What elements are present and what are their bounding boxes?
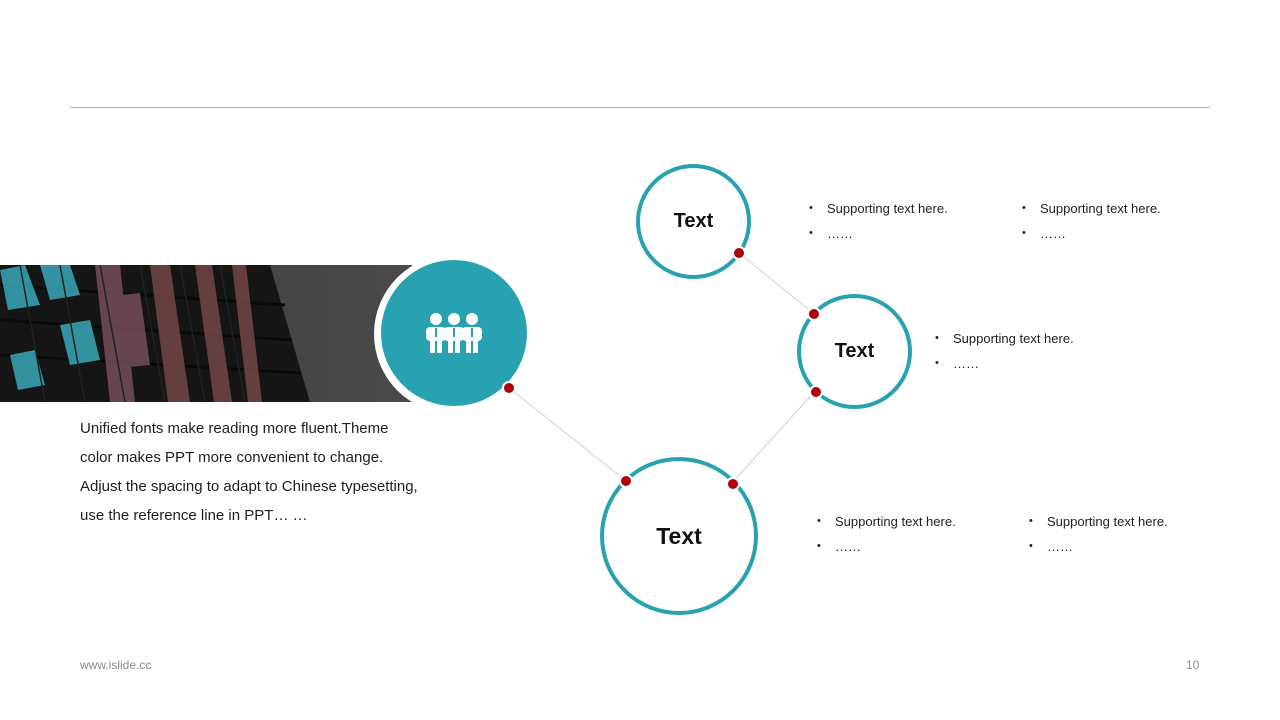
list-item: …… [817, 534, 956, 559]
list-item: Supporting text here. [1029, 509, 1168, 534]
node-label: Text [834, 340, 875, 362]
list-item: …… [935, 351, 1074, 376]
bullet-list-middle: Supporting text here. …… [935, 326, 1074, 376]
list-item: Supporting text here. [817, 509, 956, 534]
list-item: Supporting text here. [809, 196, 948, 221]
list-item: Supporting text here. [1022, 196, 1161, 221]
building-photo [0, 265, 412, 402]
bullet-list-bottom-left: Supporting text here. …… [817, 509, 956, 559]
bullet-list-top-right: Supporting text here. …… [1022, 196, 1161, 246]
connector-dot [619, 474, 633, 488]
connector-dot [732, 246, 746, 260]
list-item: …… [1029, 534, 1168, 559]
team-people-icon [426, 313, 482, 353]
footer-website: www.islide.cc [80, 658, 152, 672]
bullet-list-bottom-right: Supporting text here. …… [1029, 509, 1168, 559]
list-item: …… [1022, 221, 1161, 246]
node-circle-top: Text [636, 164, 751, 279]
bullet-list-top-left: Supporting text here. …… [809, 196, 948, 246]
node-label: Text [673, 210, 714, 232]
list-item: Supporting text here. [935, 326, 1074, 351]
description-text: Unified fonts make reading more fluent.T… [80, 420, 418, 524]
connector-dot [502, 381, 516, 395]
header-divider [70, 107, 1210, 108]
page-number: 10 [1186, 658, 1200, 672]
connector-dot [809, 385, 823, 399]
list-item: …… [809, 221, 948, 246]
hub-circle [374, 254, 534, 414]
node-label: Text [656, 522, 702, 549]
connector-dot [807, 307, 821, 321]
connector-dot [726, 477, 740, 491]
